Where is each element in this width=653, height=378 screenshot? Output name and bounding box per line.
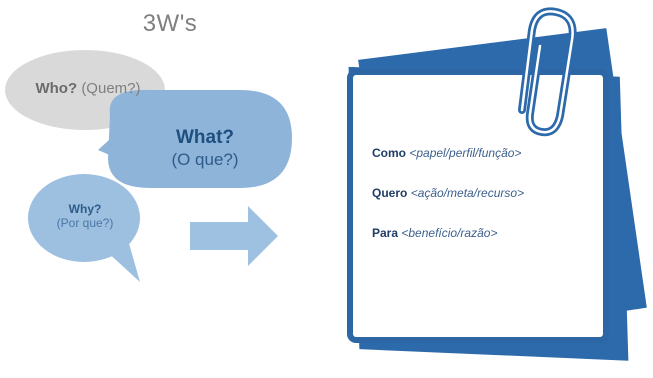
why-translation: (Por que?) [56, 216, 114, 231]
story-keyword: Como [372, 146, 406, 160]
who-translation: (Quem?) [81, 80, 141, 97]
story-keyword: Para [372, 226, 399, 240]
paperclip-icon [518, 7, 577, 137]
who-bubble-text: Who? (Quem?) [18, 80, 158, 98]
story-line-quero: Quero <ação/meta/recurso> [372, 186, 524, 200]
story-placeholder: <benefício/razão> [401, 226, 498, 240]
story-keyword: Quero [372, 186, 408, 200]
who-question: Who? [35, 80, 78, 97]
what-translation: (O que?) [171, 149, 239, 169]
why-bubble-text: Why? (Por que?) [40, 202, 130, 231]
story-placeholder: <papel/perfil/função> [409, 146, 522, 160]
story-line-como: Como <papel/perfil/função> [372, 146, 521, 160]
story-card [347, 69, 609, 343]
what-bubble [98, 89, 292, 188]
why-bubble [28, 174, 140, 282]
what-bubble-text: What? (O que?) [150, 127, 260, 170]
diagram-title: 3W's [142, 10, 198, 37]
arrow-right-icon [190, 206, 278, 266]
what-question: What? [175, 127, 235, 148]
why-question: Why? [68, 202, 102, 216]
story-line-para: Para <benefício/razão> [372, 226, 497, 240]
story-placeholder: <ação/meta/recurso> [410, 186, 525, 200]
